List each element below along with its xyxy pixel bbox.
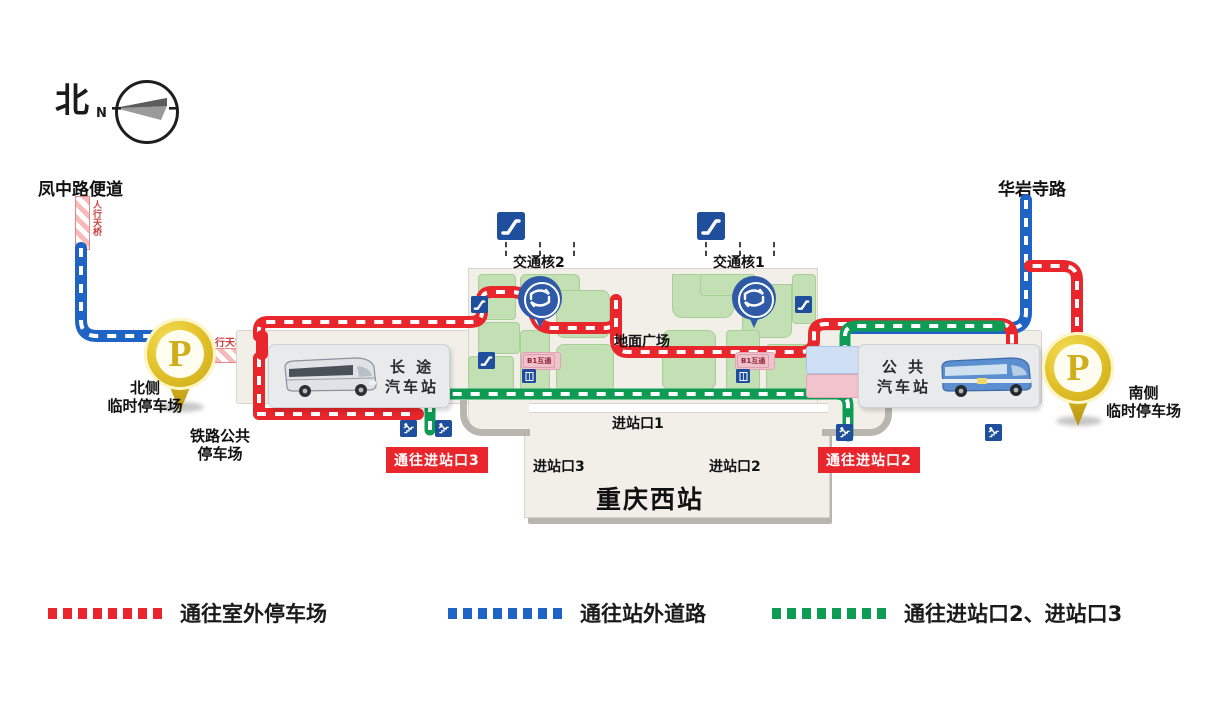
- north-parking-marker[interactable]: P: [144, 318, 216, 414]
- interchange-arrows-icon: [529, 288, 551, 308]
- green-patch-6: [556, 344, 614, 394]
- escalator-icon: [697, 212, 725, 240]
- leader-line: [739, 242, 741, 256]
- transit-core-1-label: 交通核1: [713, 255, 765, 271]
- leader-line: [573, 242, 575, 256]
- station-edge-west: [460, 400, 530, 436]
- legend-label-2: 通往进站口2、进站口3: [904, 602, 1123, 626]
- railway-public-parking-label-1: 铁路公共: [189, 427, 250, 445]
- footbridge-label-north: 人行天桥: [205, 338, 245, 349]
- stairs-icon: [435, 420, 452, 437]
- leader-line: [705, 242, 707, 256]
- entrance-1-label: 进站口1: [612, 416, 664, 432]
- north-parking-label-1: 北侧: [129, 379, 160, 397]
- long-distance-bus-label-1: 长 途: [389, 358, 435, 376]
- north-parking-label-2: 临时停车场: [107, 396, 183, 415]
- compass-needle-icon: [112, 98, 178, 120]
- stairs-icon: [985, 424, 1002, 441]
- long-distance-bus-card[interactable]: 长 途 汽车站: [268, 344, 450, 408]
- parking-letter: P: [168, 333, 192, 375]
- public-bus-label-2: 汽车站: [876, 378, 931, 397]
- compass-label-north-en: N: [96, 106, 107, 121]
- public-bus-label-1: 公 共: [881, 358, 927, 376]
- green-patch-11: [662, 330, 716, 390]
- escalator-icon: [471, 296, 488, 313]
- south-parking-label-1: 南侧: [1128, 384, 1159, 402]
- legend-green-route: [772, 607, 890, 619]
- east-service-box: [806, 346, 860, 374]
- elevator-icon: [522, 369, 536, 383]
- south-parking-label: 南侧 临时停车场: [1106, 384, 1182, 420]
- interchange-arrows-icon: [743, 288, 765, 308]
- transit-core-2-label: 交通核2: [513, 255, 565, 271]
- leader-line: [773, 242, 775, 256]
- legend-red-route: [48, 607, 166, 619]
- escalator-icon: [478, 352, 495, 369]
- legend-blue-route: [448, 607, 566, 619]
- elevator-icon: [736, 369, 750, 383]
- ground-plaza-label: 地面广场: [614, 334, 670, 350]
- escalator-icon: [497, 212, 525, 240]
- red-tag-entrance-3[interactable]: 通往进站口3: [386, 447, 488, 473]
- transit-core-pin-2[interactable]: [518, 276, 562, 328]
- leader-line: [539, 242, 541, 256]
- b1-interchange-label-2: B1互通: [523, 354, 556, 368]
- city-bus-icon: [941, 357, 1032, 397]
- south-parking-label-2: 临时停车场: [1106, 401, 1182, 420]
- red-tag-entrance-2[interactable]: 通往进站口2: [818, 447, 920, 473]
- escalator-icon: [795, 296, 812, 313]
- legend-item-0: 通往室外停车场: [48, 598, 327, 628]
- compass-label-north-cn: 北: [55, 81, 89, 121]
- legend-item-2: 通往进站口2、进站口3: [772, 598, 1122, 628]
- red-route-center: [253, 286, 622, 342]
- leader-line: [505, 242, 507, 256]
- blue-route-northeast: [840, 194, 1032, 334]
- long-distance-bus-label-2: 汽车站: [384, 378, 439, 397]
- north-parking-label: 北侧 临时停车场: [75, 379, 215, 415]
- legend-item-1: 通往站外道路: [448, 598, 706, 628]
- station-edge-east: [822, 400, 892, 436]
- compass-rose: 北 N: [55, 80, 185, 145]
- coach-bus-icon: [284, 357, 377, 397]
- stairs-icon: [836, 424, 853, 441]
- south-parking-marker[interactable]: P: [1042, 332, 1114, 428]
- legend-label-0: 通往室外停车场: [180, 602, 327, 626]
- b1-interchange-label-1: B1互通: [737, 354, 770, 368]
- public-bus-card[interactable]: 公 共 汽车站: [858, 344, 1040, 408]
- map-legend: 通往室外停车场 通往站外道路 通往进站口2、进站口3: [0, 592, 1229, 642]
- railway-public-parking-label-2: 停车场: [197, 444, 243, 463]
- transit-core-pin-1[interactable]: [732, 276, 776, 328]
- railway-public-parking-label: 铁路公共 停车场: [160, 427, 280, 463]
- green-patch-4: [478, 322, 520, 354]
- entrance-2-label: 进站口2: [709, 459, 761, 475]
- entrance-3-label: 进站口3: [533, 459, 585, 475]
- stairs-icon: [400, 420, 417, 437]
- road-label-huayansilu: 华岩寺路: [998, 180, 1066, 200]
- station-body: [524, 412, 830, 518]
- compass-circle: [115, 80, 179, 144]
- station-name-label: 重庆西站: [596, 485, 705, 514]
- east-pink-box: [806, 374, 860, 398]
- road-label-fengzhonglu: 凤中路便道: [38, 180, 123, 200]
- legend-label-1: 通往站外道路: [580, 602, 706, 626]
- footbridge-label-west: 人行天桥: [91, 200, 101, 236]
- parking-letter: P: [1066, 347, 1090, 389]
